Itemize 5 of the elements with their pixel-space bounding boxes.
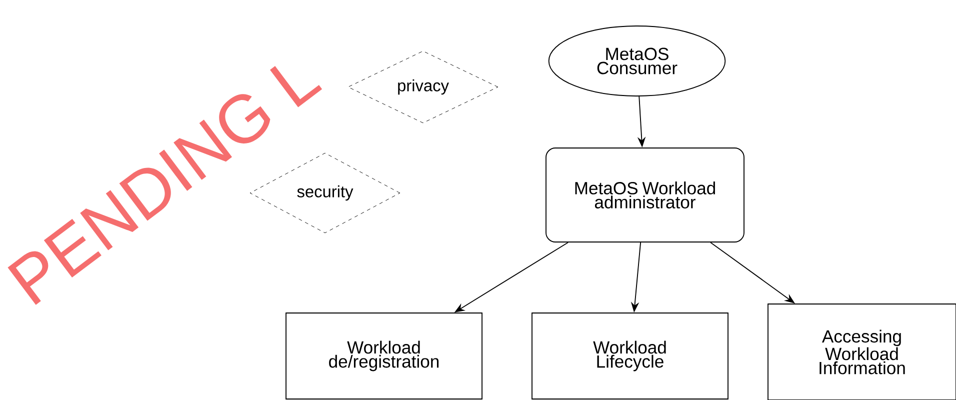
- ellipse-node: MetaOS Consumer: [548, 26, 726, 96]
- process-box: Workload Lifecycle: [532, 312, 728, 400]
- process-box: Workload de/registration: [286, 312, 482, 400]
- process-box: MetaOS Workload administrator: [546, 148, 744, 242]
- process-box: Accessing Workload Information: [768, 304, 956, 400]
